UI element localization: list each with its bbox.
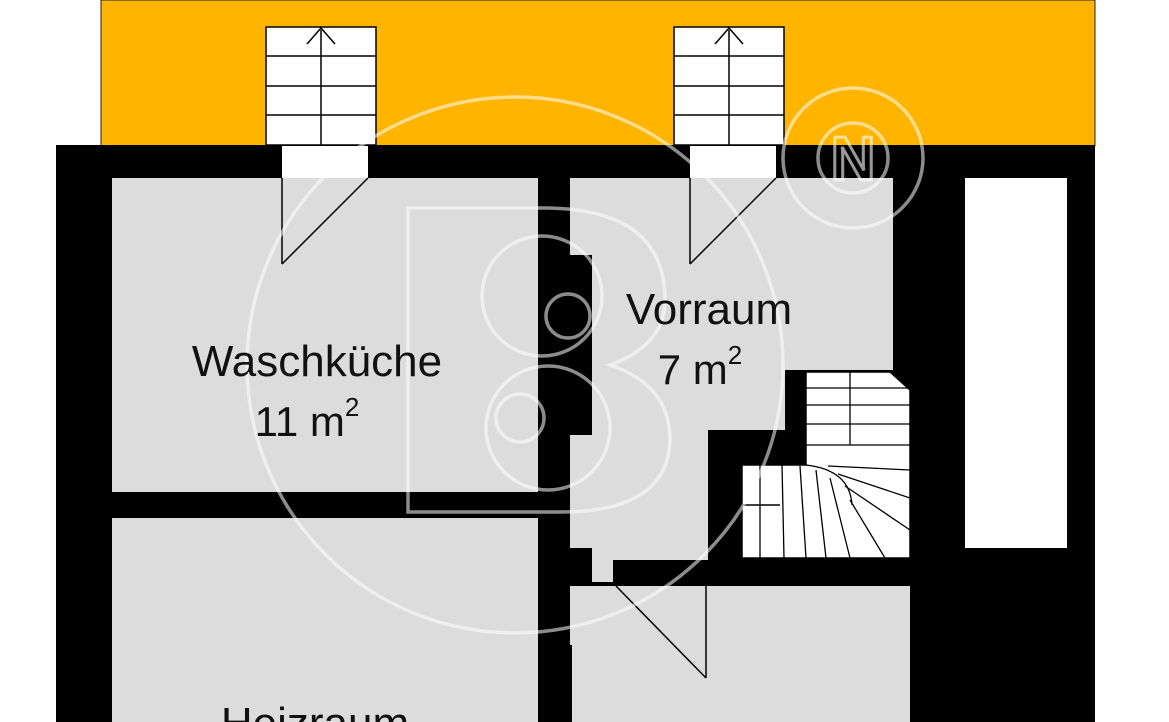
arrow-icon — [306, 26, 336, 145]
room-waschkueche — [112, 178, 538, 492]
door-swing-vorraum — [689, 177, 777, 265]
room-heizraum — [112, 518, 538, 722]
arrow-icon — [714, 26, 744, 145]
room-label-heizraum: Heizraum — [221, 699, 409, 722]
room-lower-right — [570, 586, 910, 722]
door-swing-lower — [615, 585, 707, 679]
area-exponent: 2 — [728, 340, 742, 370]
n-circle-icon: N — [781, 86, 925, 230]
stairs-left — [265, 26, 377, 146]
room-label-vorraum: Vorraum — [626, 285, 792, 334]
wall-pilaster-lower — [548, 645, 572, 722]
terrace-area — [100, 0, 1096, 147]
winding-stairs — [720, 371, 911, 559]
area-value: 11 m — [255, 398, 345, 445]
stairs-right — [673, 26, 785, 146]
right-window-opening — [965, 178, 1067, 548]
room-area-vorraum: 7 m2 — [658, 340, 742, 393]
watermark-badge-letter: N — [831, 125, 876, 194]
room-label-waschkueche: Waschküche — [192, 337, 442, 386]
room-vorraum — [570, 178, 893, 582]
area-value: 7 m — [658, 346, 728, 393]
room-area-waschkueche: 11 m2 — [255, 392, 360, 445]
b-circle-logo-icon — [245, 95, 785, 635]
door-opening-vorraum — [690, 146, 776, 178]
area-exponent: 2 — [345, 392, 359, 422]
door-swing-waschkueche — [281, 177, 369, 265]
arrow-icon — [720, 490, 780, 520]
